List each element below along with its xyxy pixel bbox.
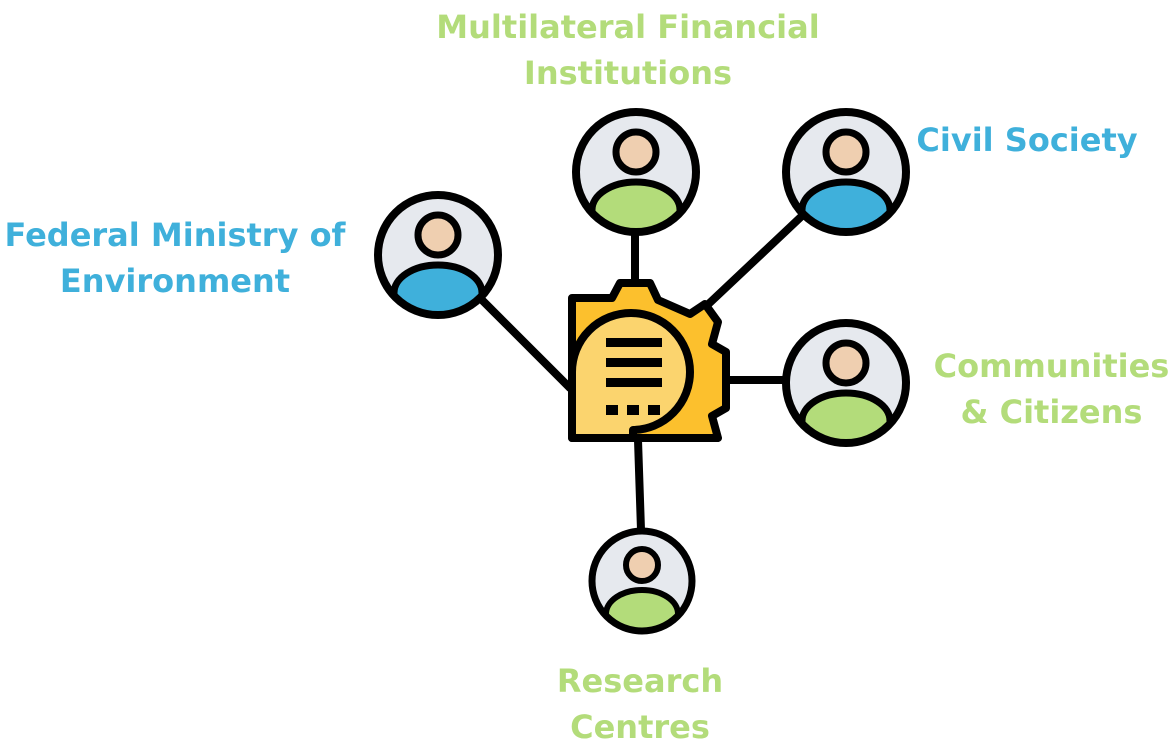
person-icon-research-centres xyxy=(588,527,696,635)
person-icon-mfi xyxy=(572,108,700,236)
label-line: Centres xyxy=(570,708,710,746)
label-federal-ministry-of-environment: Federal Ministry of Environment xyxy=(0,212,350,304)
label-research-centres: Research Centres xyxy=(540,658,740,750)
label-line: Federal Ministry of xyxy=(4,216,346,254)
label-line: & Citizens xyxy=(960,393,1143,431)
connector-civil xyxy=(696,210,808,316)
label-communities-citizens: Communities & Citizens xyxy=(930,343,1173,435)
label-line: Civil Society xyxy=(916,121,1138,159)
label-civil-society: Civil Society xyxy=(912,117,1142,163)
label-multilateral-financial-institutions: Multilateral Financial Institutions xyxy=(398,4,858,96)
label-line: Environment xyxy=(59,262,291,300)
label-line: Research xyxy=(556,662,724,700)
label-line: Communities xyxy=(933,347,1170,385)
person-icon-civil-society xyxy=(782,108,910,236)
connector-fme xyxy=(478,296,574,392)
label-line: Institutions xyxy=(523,54,733,92)
document-text-lines xyxy=(606,338,662,415)
central-hub-gear-document-icon xyxy=(568,279,730,442)
connector-research xyxy=(634,436,645,534)
person-icon-federal-ministry xyxy=(374,191,502,319)
label-line: Multilateral Financial xyxy=(436,8,820,46)
person-icon-communities xyxy=(782,319,910,447)
